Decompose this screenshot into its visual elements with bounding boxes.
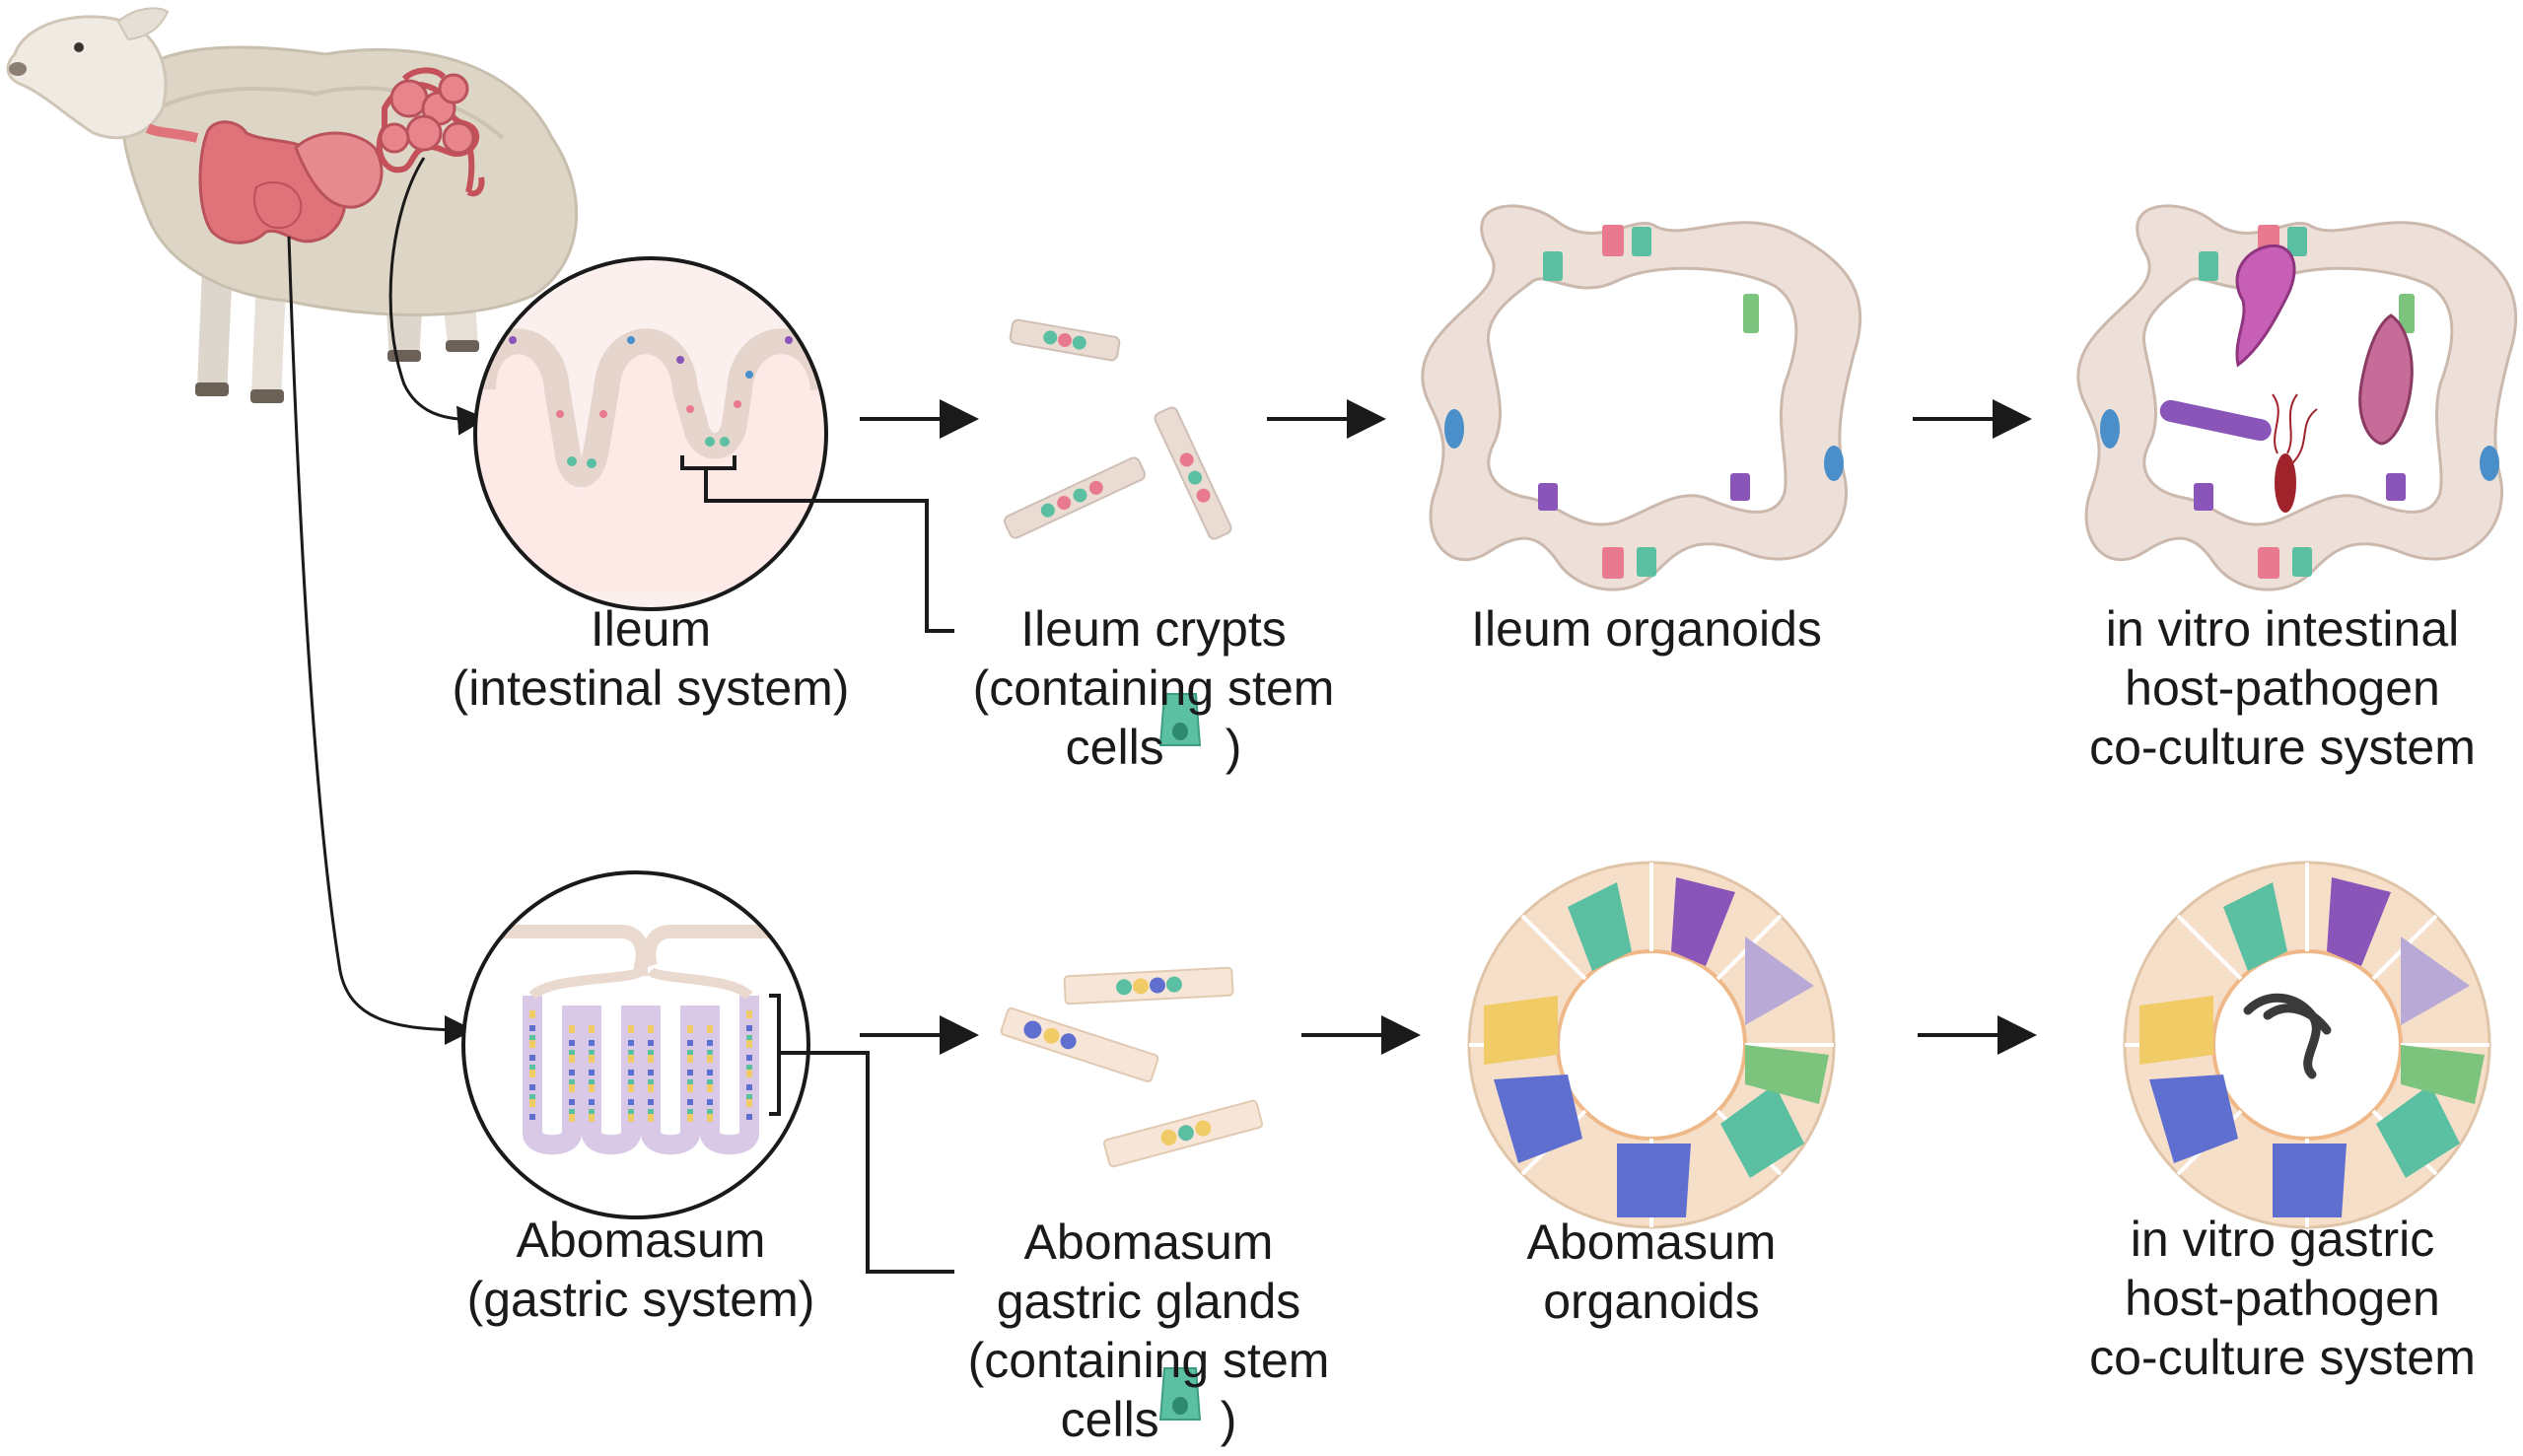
abomasum-glands-line-3: (containing stem: [967, 1333, 1330, 1388]
gastric-coculture-organoid: [2123, 861, 2491, 1229]
abomasum-glands-line-1: Abomasum: [1023, 1214, 1274, 1270]
ileum-crypts-line-1: Ileum crypts: [1020, 601, 1287, 657]
stem-cell-icon: [1158, 1367, 1202, 1421]
ileum-crypts-close-paren: ): [1225, 720, 1242, 775]
nematode-worm-icon: [2243, 993, 2332, 1079]
ileum-crypts-cells-text: cells: [1065, 720, 1164, 775]
abomasum-glands-label: Abomasum gastric glands (containing stem…: [922, 1213, 1375, 1449]
gastric-coculture-line-1: in vitro gastric: [2130, 1212, 2435, 1267]
ileum-organoids-line-1: Ileum organoids: [1471, 601, 1822, 657]
intestinal-coculture-line-3: co-culture system: [2089, 720, 2476, 775]
abomasum-label-line-1: Abomasum: [516, 1213, 766, 1268]
abomasum-organoids-line-2: organoids: [1543, 1274, 1760, 1329]
spirochete-bacteria-icon: [2272, 393, 2318, 513]
gastric-coculture-label: in vitro gastric host-pathogen co-cultur…: [2051, 1210, 2514, 1387]
intestinal-coculture-line-1: in vitro intestinal: [2105, 601, 2460, 657]
abomasum-organoids-line-1: Abomasum: [1526, 1214, 1777, 1270]
abomasum-tissue-zoom: [461, 870, 810, 1219]
abomasum-organoid: [1467, 861, 1836, 1229]
abomasum-glands-line-4: cells): [922, 1390, 1375, 1449]
ileum-organoid: [1421, 204, 1862, 591]
sheep-to-ileum-arrow: [388, 157, 487, 436]
intestinal-coculture-organoid: [2076, 204, 2518, 591]
process-arrows: [860, 399, 2037, 1055]
flagellate-parasite-icon: [2235, 243, 2296, 368]
ileum-label-line-1: Ileum: [590, 601, 712, 657]
abomasum-glands-line-2: gastric glands: [996, 1274, 1301, 1329]
abomasum-gland-fragments: [1000, 966, 1263, 1168]
ileum-label: Ileum (intestinal system): [424, 599, 877, 718]
ileum-crypt-fragments: [1003, 318, 1232, 540]
abomasum-organoids-label: Abomasum organoids: [1425, 1213, 1878, 1331]
abomasum-label-line-2: (gastric system): [466, 1272, 815, 1327]
ileum-crypts-line-2: (containing stem: [972, 660, 1335, 716]
trematode-parasite-icon: [2358, 313, 2414, 446]
intestinal-coculture-line-2: host-pathogen: [2125, 660, 2440, 716]
stem-cell-icon: [1158, 693, 1202, 746]
abomasum-gland-bracket: [769, 994, 954, 1274]
ileum-crypt-bracket: [680, 455, 954, 633]
abomasum-label: Abomasum (gastric system): [414, 1211, 868, 1329]
gastric-coculture-line-3: co-culture system: [2089, 1330, 2476, 1385]
ileum-tissue-zoom: [473, 256, 828, 611]
sheep-to-abomasum-arrow: [287, 236, 474, 1045]
ileum-crypts-line-3: cells): [927, 718, 1380, 777]
abomasum-glands-cells-text: cells: [1060, 1392, 1159, 1447]
abomasum-glands-close-paren: ): [1220, 1392, 1237, 1447]
sheep-illustration-icon: [6, 7, 579, 403]
ileum-crypts-label: Ileum crypts (containing stem cells): [927, 599, 1380, 777]
rod-bacterium-icon: [2159, 399, 2272, 442]
ileum-organoids-label: Ileum organoids: [1420, 599, 1873, 659]
gastric-coculture-line-2: host-pathogen: [2125, 1271, 2440, 1326]
ileum-label-line-2: (intestinal system): [452, 660, 850, 716]
intestinal-coculture-label: in vitro intestinal host-pathogen co-cul…: [2051, 599, 2514, 777]
